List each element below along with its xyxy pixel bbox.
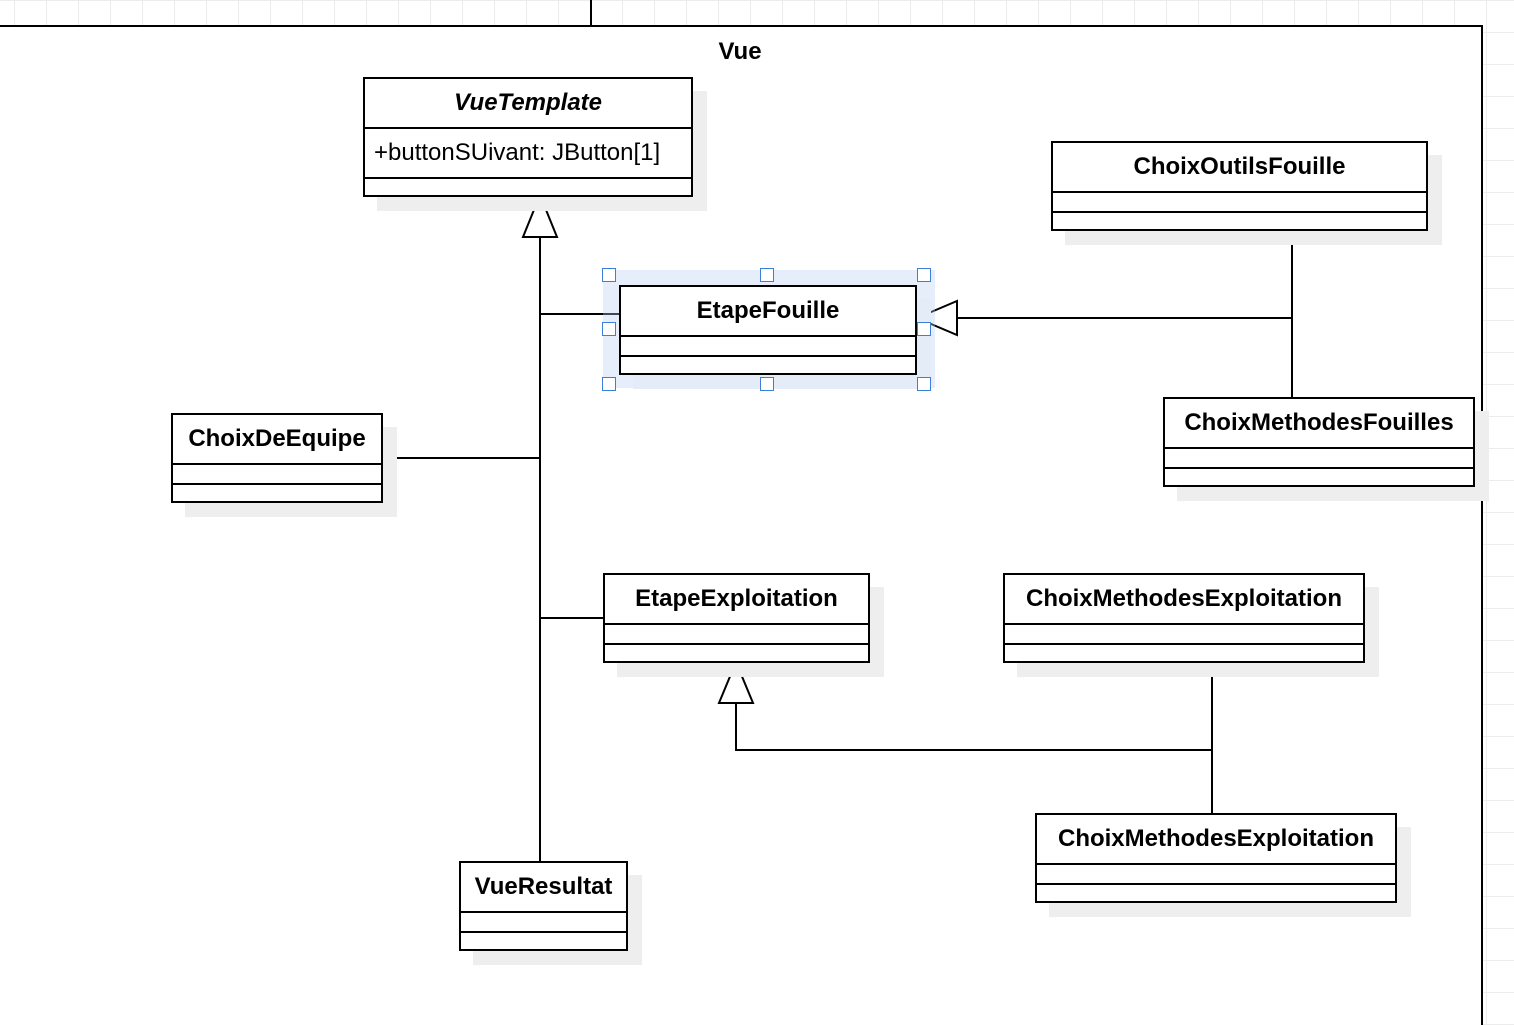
resize-handle-w[interactable] — [602, 322, 616, 336]
methods-compartment — [461, 933, 626, 953]
class-choixdeequipe[interactable]: ChoixDeEquipe — [171, 413, 383, 503]
attributes-compartment — [1005, 625, 1363, 645]
attributes-compartment — [461, 913, 626, 933]
attribute-buttonsuivant[interactable]: +buttonSUivant: JButton[1] — [365, 129, 691, 179]
class-choixmethodesexploitation-2[interactable]: ChoixMethodesExploitation — [1035, 813, 1397, 903]
class-choixmethodesfouilles[interactable]: ChoixMethodesFouilles — [1163, 397, 1475, 487]
package-title: Vue — [718, 38, 762, 65]
inheritance-arrow-etapefouille — [914, 299, 958, 337]
class-choixmethodesexploitation-1[interactable]: ChoixMethodesExploitation — [1003, 573, 1365, 663]
resize-handle-s[interactable] — [760, 377, 774, 391]
attributes-compartment — [1053, 193, 1426, 213]
class-etapefouille[interactable]: EtapeFouille — [619, 285, 917, 375]
methods-compartment — [1037, 885, 1395, 905]
attributes-compartment — [605, 625, 868, 645]
class-vuetemplate[interactable]: VueTemplate +buttonSUivant: JButton[1] — [363, 77, 693, 197]
methods-compartment — [1005, 645, 1363, 665]
inheritance-arrow-etapeexploitation — [717, 659, 755, 704]
resize-handle-sw[interactable] — [602, 377, 616, 391]
methods-compartment — [605, 645, 868, 665]
class-name-etapeexploitation: EtapeExploitation — [605, 575, 868, 625]
class-name-etapefouille: EtapeFouille — [621, 287, 915, 337]
class-name-vuetemplate: VueTemplate — [365, 79, 691, 129]
attributes-compartment — [173, 465, 381, 485]
attributes-compartment — [621, 337, 915, 357]
class-choixoutilsfouille[interactable]: ChoixOutilsFouille — [1051, 141, 1428, 231]
attributes-compartment — [1165, 449, 1473, 469]
class-etapeexploitation[interactable]: EtapeExploitation — [603, 573, 870, 663]
inheritance-arrow-vuetemplate — [521, 192, 559, 238]
class-name-choixmethodesfouilles: ChoixMethodesFouilles — [1165, 399, 1473, 449]
class-name-choixmethodesexploitation-2: ChoixMethodesExploitation — [1037, 815, 1395, 865]
class-name-choixmethodesexploitation-1: ChoixMethodesExploitation — [1005, 575, 1363, 625]
resize-handle-se[interactable] — [917, 377, 931, 391]
methods-compartment — [1053, 213, 1426, 233]
class-name-choixdeequipe: ChoixDeEquipe — [173, 415, 381, 465]
resize-handle-e[interactable] — [917, 322, 931, 336]
class-name-choixoutilsfouille: ChoixOutilsFouille — [1053, 143, 1426, 193]
methods-compartment — [173, 485, 381, 505]
outer-frame-vertical-line — [590, 0, 592, 26]
edge-to-etapeexploitation — [735, 703, 1212, 751]
class-name-vueresultat: VueResultat — [461, 863, 626, 913]
resize-handle-n[interactable] — [760, 268, 774, 282]
methods-compartment — [1165, 469, 1473, 489]
resize-handle-nw[interactable] — [602, 268, 616, 282]
resize-handle-ne[interactable] — [917, 268, 931, 282]
methods-compartment — [365, 179, 691, 199]
class-vueresultat[interactable]: VueResultat — [459, 861, 628, 951]
attributes-compartment — [1037, 865, 1395, 885]
methods-compartment — [621, 357, 915, 377]
